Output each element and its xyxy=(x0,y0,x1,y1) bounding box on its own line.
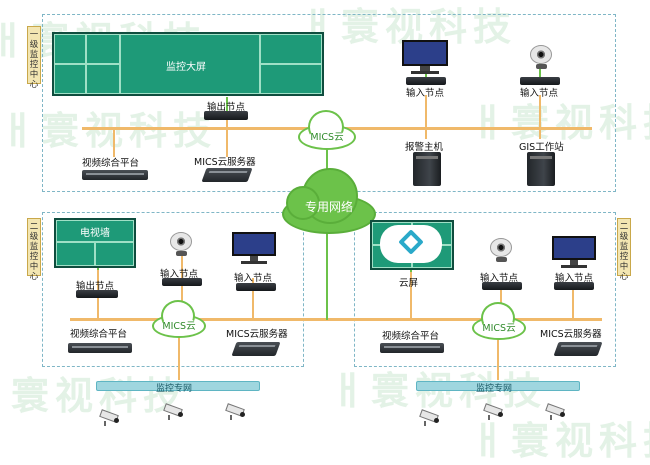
video-platform-label: 视频综合平台 xyxy=(382,331,440,342)
level2-right-tag: 二级监控中心 xyxy=(617,218,631,282)
mid-link xyxy=(296,318,372,321)
input-node-device xyxy=(554,282,594,290)
input-node-monitor xyxy=(552,236,596,270)
left-link-vert xyxy=(178,320,180,380)
monitor-network-bus xyxy=(96,381,260,391)
level2-left-tag: 二级监控中心 xyxy=(27,218,41,282)
video-platform-label: 视频综合平台 xyxy=(82,158,140,169)
left-link-vert xyxy=(252,278,254,320)
input-node-label: 输入节点 xyxy=(406,88,445,99)
top-link-vert xyxy=(113,129,115,157)
alarm-host-label: 报警主机 xyxy=(405,142,444,153)
ip-camera-icon xyxy=(163,403,186,420)
screen-cell xyxy=(120,34,260,94)
mics-server-label: MICS云服务器 xyxy=(226,329,288,340)
screen-cell xyxy=(86,34,120,64)
ip-camera-icon xyxy=(419,409,442,426)
ip-camera-icon xyxy=(99,409,122,426)
center-link xyxy=(326,140,328,170)
input-node-label: 输入节点 xyxy=(555,273,594,284)
right-link-vert xyxy=(497,320,499,380)
cloud-screen-label: 云屏 xyxy=(399,278,419,289)
watermark: ㅐ寰视科技 xyxy=(0,109,217,153)
top-link-vert xyxy=(425,95,427,129)
top-link xyxy=(226,97,228,113)
top-link xyxy=(539,62,541,82)
video-platform-device xyxy=(68,343,132,353)
output-node-device xyxy=(204,111,248,120)
monitor-network-label: 监控专网 xyxy=(476,384,513,394)
left-link-vert xyxy=(181,254,183,320)
screen-cell xyxy=(54,34,86,64)
big-screen-label: 监控大屏 xyxy=(166,62,206,73)
input-node-label: 输入节点 xyxy=(520,88,559,99)
cloud-screen xyxy=(370,220,454,270)
input-camera xyxy=(170,232,192,256)
mics-server-label: MICS云服务器 xyxy=(194,157,256,168)
input-node-monitor xyxy=(232,232,276,266)
top-link-vert xyxy=(226,129,228,157)
input-node-device xyxy=(162,278,202,286)
right-link-vert xyxy=(572,288,574,320)
level2-right-region xyxy=(354,212,616,367)
top-link-vert xyxy=(539,129,541,139)
input-node-monitor xyxy=(402,40,448,76)
screen-cell xyxy=(95,242,134,266)
private-network-cloud: 专用网络 xyxy=(282,168,376,234)
right-link-vert xyxy=(410,270,412,320)
video-platform-device xyxy=(380,343,444,353)
output-node-label: 输出节点 xyxy=(76,281,115,292)
watermark: ㅐ寰视科技 xyxy=(330,369,547,413)
top-mics-cloud: MICS云 xyxy=(294,108,360,152)
center-link xyxy=(326,232,328,320)
top-link-vert xyxy=(226,115,228,129)
screen-cell xyxy=(86,64,120,94)
ip-camera-icon xyxy=(225,403,248,420)
level2-left-region xyxy=(42,212,304,367)
top-link-vert xyxy=(539,95,541,129)
input-node-label: 输入节点 xyxy=(160,269,199,280)
top-link-vert xyxy=(425,129,427,139)
tv-wall-label: 电视墙 xyxy=(80,228,110,239)
level1-tag: 一级监控中心 xyxy=(27,26,41,90)
gis-station-label: GIS工作站 xyxy=(519,142,564,153)
input-node-device xyxy=(406,77,446,85)
screen-cell xyxy=(260,64,322,94)
screen-cell xyxy=(260,34,322,64)
output-node-device xyxy=(76,290,118,298)
monitor-network-bus xyxy=(416,381,580,391)
screen-cell xyxy=(56,242,95,266)
tv-wall: 电视墙 xyxy=(54,218,136,268)
mics-server-label: MICS云服务器 xyxy=(540,329,602,340)
left-mics-cloud: MICS云 xyxy=(148,298,210,340)
right-mics-cloud: MICS云 xyxy=(468,300,530,342)
video-platform-label: 视频综合平台 xyxy=(70,329,128,340)
input-node-label: 输入节点 xyxy=(234,273,273,284)
mics-server-device xyxy=(231,342,281,356)
screen-cell xyxy=(56,220,134,242)
input-node-device xyxy=(236,283,276,291)
monitor-network-label: 监控专网 xyxy=(156,384,193,394)
input-node-device xyxy=(520,77,560,85)
alarm-host-device xyxy=(413,152,441,186)
input-node-label: 输入节点 xyxy=(480,273,519,284)
big-screen: 监控大屏 xyxy=(52,32,324,96)
cloud-logo-icon xyxy=(380,225,442,263)
mics-server-device xyxy=(201,168,253,182)
input-camera xyxy=(490,238,512,262)
input-camera xyxy=(530,45,552,69)
video-platform-device xyxy=(82,170,148,180)
screen-cell xyxy=(54,64,86,94)
input-node-device xyxy=(482,282,522,290)
mics-server-device xyxy=(553,342,603,356)
gis-station-device xyxy=(527,152,555,186)
watermark: ㅐ寰视科技 xyxy=(470,101,650,145)
ip-camera-icon xyxy=(545,403,568,420)
output-node-label: 输出节点 xyxy=(207,102,246,113)
ip-camera-icon xyxy=(483,403,506,420)
